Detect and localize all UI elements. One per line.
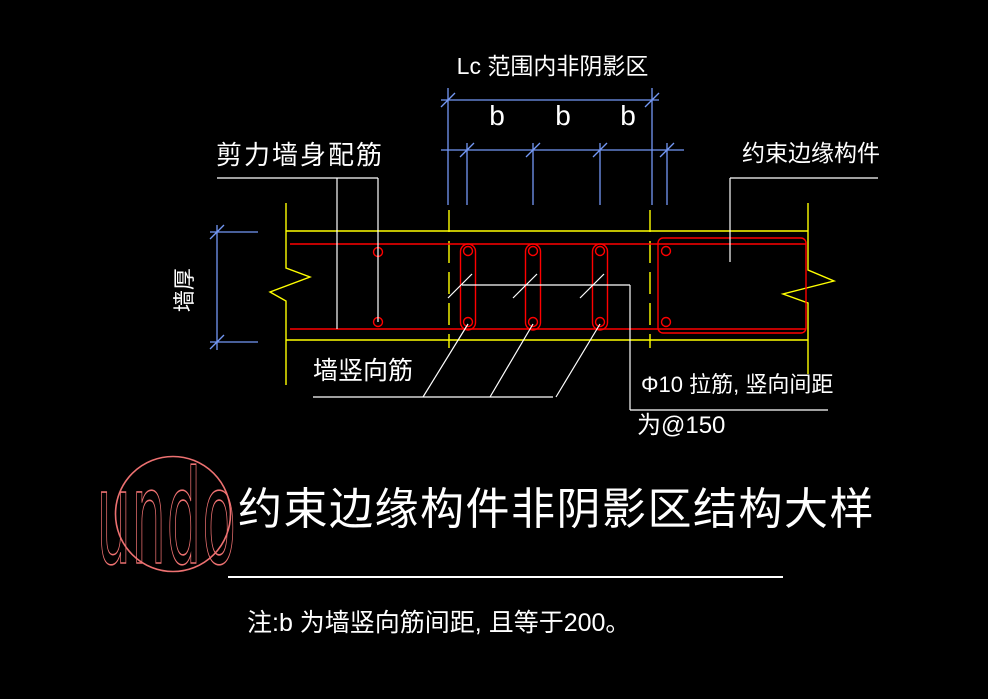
vertical-rebar-section — [527, 316, 539, 328]
tie-stirrup — [524, 243, 542, 331]
shear-wall-rebar-label: 剪力墙身配筋 — [216, 140, 385, 170]
undo-logo-circle — [114, 455, 232, 573]
break-line-right — [780, 203, 837, 374]
vertical-rebar-section — [660, 316, 672, 328]
tie-bar-note-line2: 为@150 — [637, 412, 726, 439]
wall-thickness-label: 墙厚 — [171, 268, 197, 313]
dimension-lines — [209, 88, 684, 350]
drawing-title: 约束边缘构件非阴影区结构大样 — [238, 485, 875, 534]
leader-lines — [217, 177, 878, 578]
b-spacing-label: b — [620, 100, 636, 131]
tie-stirrup — [591, 243, 609, 331]
vertical-rebar-section — [594, 316, 606, 328]
tie-stirrup — [459, 243, 477, 331]
wall-vertical-rebar-label: 墙竖向筋 — [313, 357, 414, 385]
edge-member-label: 约束边缘构件 — [742, 140, 880, 166]
b-spacing-label: b — [555, 100, 571, 131]
drawing-note: 注:b 为墙竖向筋间距, 且等于200。 — [247, 609, 631, 637]
wall-outline — [268, 203, 837, 385]
reinforcement — [290, 237, 807, 334]
break-line-left — [268, 203, 312, 385]
vertical-rebar-section — [594, 245, 606, 257]
tie-bar-note-line1: Φ10 拉筋, 竖向间距 — [641, 372, 834, 397]
vertical-rebar-section — [660, 245, 672, 257]
undo-logo: undo — [95, 441, 237, 594]
edge-member-stirrup — [657, 237, 807, 334]
undo-logo-text: undo — [96, 442, 237, 594]
vertical-rebar-section — [462, 316, 474, 328]
b-spacing-label: b — [489, 100, 505, 131]
lc-range-label: Lc 范围内非阴影区 — [456, 53, 649, 79]
vertical-rebar-section — [462, 245, 474, 257]
vertical-rebar-section — [527, 245, 539, 257]
